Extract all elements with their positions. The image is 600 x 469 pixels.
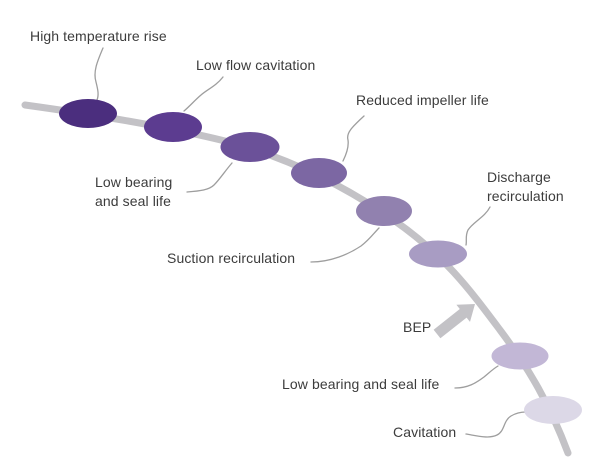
- low-bearing-seal-life-upper-leader: [186, 162, 233, 193]
- low-bearing-seal-life-upper-marker: [220, 132, 280, 162]
- cavitation-leader: [465, 411, 527, 438]
- low-flow-cavitation-leader: [183, 76, 224, 112]
- bep-arrow: [433, 304, 475, 339]
- high-temperature-rise-marker: [59, 99, 117, 128]
- pump-performance-curve: [21, 101, 572, 457]
- suction-recirculation-leader: [310, 227, 380, 263]
- cavitation-marker: [524, 396, 582, 424]
- discharge-recirculation-marker: [409, 240, 467, 268]
- low-bearing-seal-life-lower-leader: [454, 365, 499, 389]
- reduced-impeller-life-marker: [291, 158, 347, 188]
- suction-recirculation-marker: [356, 196, 412, 226]
- discharge-recirculation-leader: [465, 206, 491, 246]
- high-temperature-rise-leader: [94, 47, 104, 101]
- low-flow-cavitation-marker: [144, 112, 202, 142]
- reduced-impeller-life-leader: [342, 115, 365, 162]
- low-bearing-seal-life-lower-marker: [491, 342, 549, 370]
